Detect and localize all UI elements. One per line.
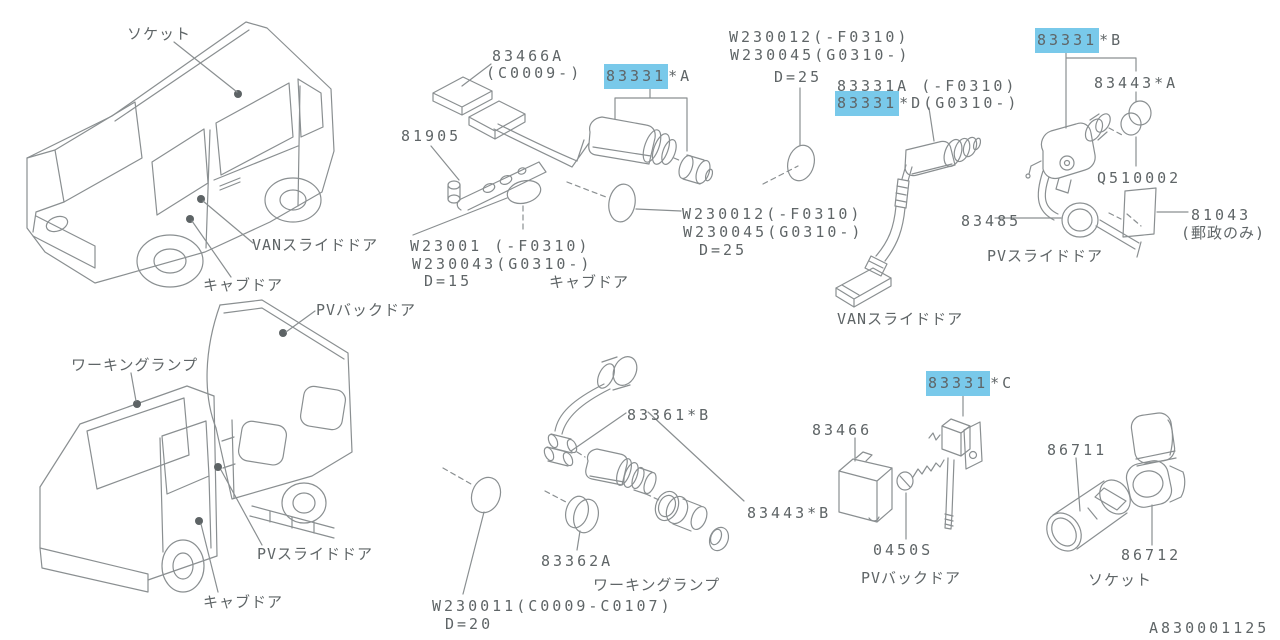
part-83331-b-highlight[interactable]: 83331 — [1035, 28, 1100, 53]
clip-w230012-top-line2: W230045(G0310-) — [730, 46, 911, 64]
truck-drawing — [40, 300, 352, 592]
caption-cab-door-truck: キャブドア — [203, 593, 284, 611]
part-86711-number: 86711 — [1047, 441, 1108, 459]
back-door-switch-assembly — [839, 395, 982, 539]
part-83331-a-highlight[interactable]: 83331 — [604, 64, 669, 89]
part-83443-b-number: 83443*B — [747, 504, 832, 522]
part-81043-number: 81043 — [1191, 206, 1252, 224]
part-83331-d-highlight[interactable]: 83331 — [835, 91, 900, 116]
clip-w230012-top-line1: W230012(-F0310) — [729, 28, 910, 46]
clip-w230011-line1: W230011(C0009-C0107) — [432, 597, 673, 615]
part-83331-a-suffix: *A — [668, 67, 693, 85]
part-83331-c: 83331*C — [926, 371, 1015, 396]
part-83466-number: 83466 — [812, 421, 873, 439]
caption-pv-slide-door-right: PVスライドドア — [987, 247, 1104, 265]
part-83443-a-number: 83443*A — [1094, 74, 1179, 92]
caption-working-lamp-truck: ワーキングランプ — [71, 356, 199, 374]
clip-w230012-top-diameter: D=25 — [774, 68, 823, 86]
part-83331-b-suffix: *B — [1099, 31, 1124, 49]
part-83331-a: 83331*A — [604, 64, 693, 89]
clip-w230012-mid-line1: W230012(-F0310) — [682, 205, 863, 223]
van-drawing — [27, 22, 334, 287]
van-slide-switch-assembly — [763, 88, 982, 307]
part-83331-b: 83331*B — [1035, 28, 1124, 53]
part-83331a-f0310: 83331A (-F0310) — [837, 77, 1018, 95]
clip-w23001-line1: W23001 (-F0310) — [410, 237, 591, 255]
caption-pv-back-door-parts: PVバックドア — [861, 569, 962, 587]
part-86712-number: 86712 — [1121, 546, 1182, 564]
clip-w230012-mid-line2: W230045(G0310-) — [683, 223, 864, 241]
caption-cab-door-van: キャブドア — [203, 276, 284, 294]
caption-pv-slide-door-truck: PVスライドドア — [257, 545, 374, 563]
caption-van-slide-door-parts: VANスライドドア — [837, 310, 964, 328]
clip-w23001-diameter: D=15 — [424, 272, 473, 290]
part-81905-number: 81905 — [401, 127, 462, 145]
part-83485-number: 83485 — [961, 212, 1022, 230]
caption-pv-back-door-truck: PVバックドア — [316, 301, 417, 319]
part-q510002-number: Q510002 — [1097, 169, 1182, 187]
caption-working-lamp-parts: ワーキングランプ — [593, 576, 721, 594]
working-lamp-switch-assembly — [443, 353, 744, 594]
part-83331-d: 83331*D(G0310-) — [835, 91, 1020, 116]
part-83361-b-number: 83361*B — [627, 406, 712, 424]
part-83331-c-suffix: *C — [990, 374, 1015, 392]
diagram-code: A830001125 — [1149, 619, 1270, 637]
caption-cab-door-parts: キャブドア — [549, 273, 630, 291]
cab-door-switch-assembly — [413, 64, 714, 235]
clip-w230012-mid-diameter: D=25 — [699, 241, 748, 259]
part-83362a-number: 83362A — [541, 552, 614, 570]
part-83331-d-suffix: *D(G0310-) — [899, 94, 1020, 112]
caption-van-slide-door-van: VANスライドドア — [252, 236, 379, 254]
clip-w230011-diameter: D=20 — [445, 615, 494, 633]
note-postal-only: (郵政のみ) — [1181, 224, 1266, 242]
socket-assembly — [1040, 411, 1185, 557]
part-83466a-number: 83466A — [492, 47, 565, 65]
part-0450s-number: 0450S — [873, 541, 934, 559]
part-83331-c-highlight[interactable]: 83331 — [926, 371, 991, 396]
part-83466a-range: (C0009-) — [486, 64, 583, 82]
caption-socket-van: ソケット — [127, 25, 192, 43]
caption-socket-parts: ソケット — [1088, 571, 1153, 589]
clip-w23001-line2: W230043(G0310-) — [412, 255, 593, 273]
key-switch-assembly — [995, 53, 1188, 257]
